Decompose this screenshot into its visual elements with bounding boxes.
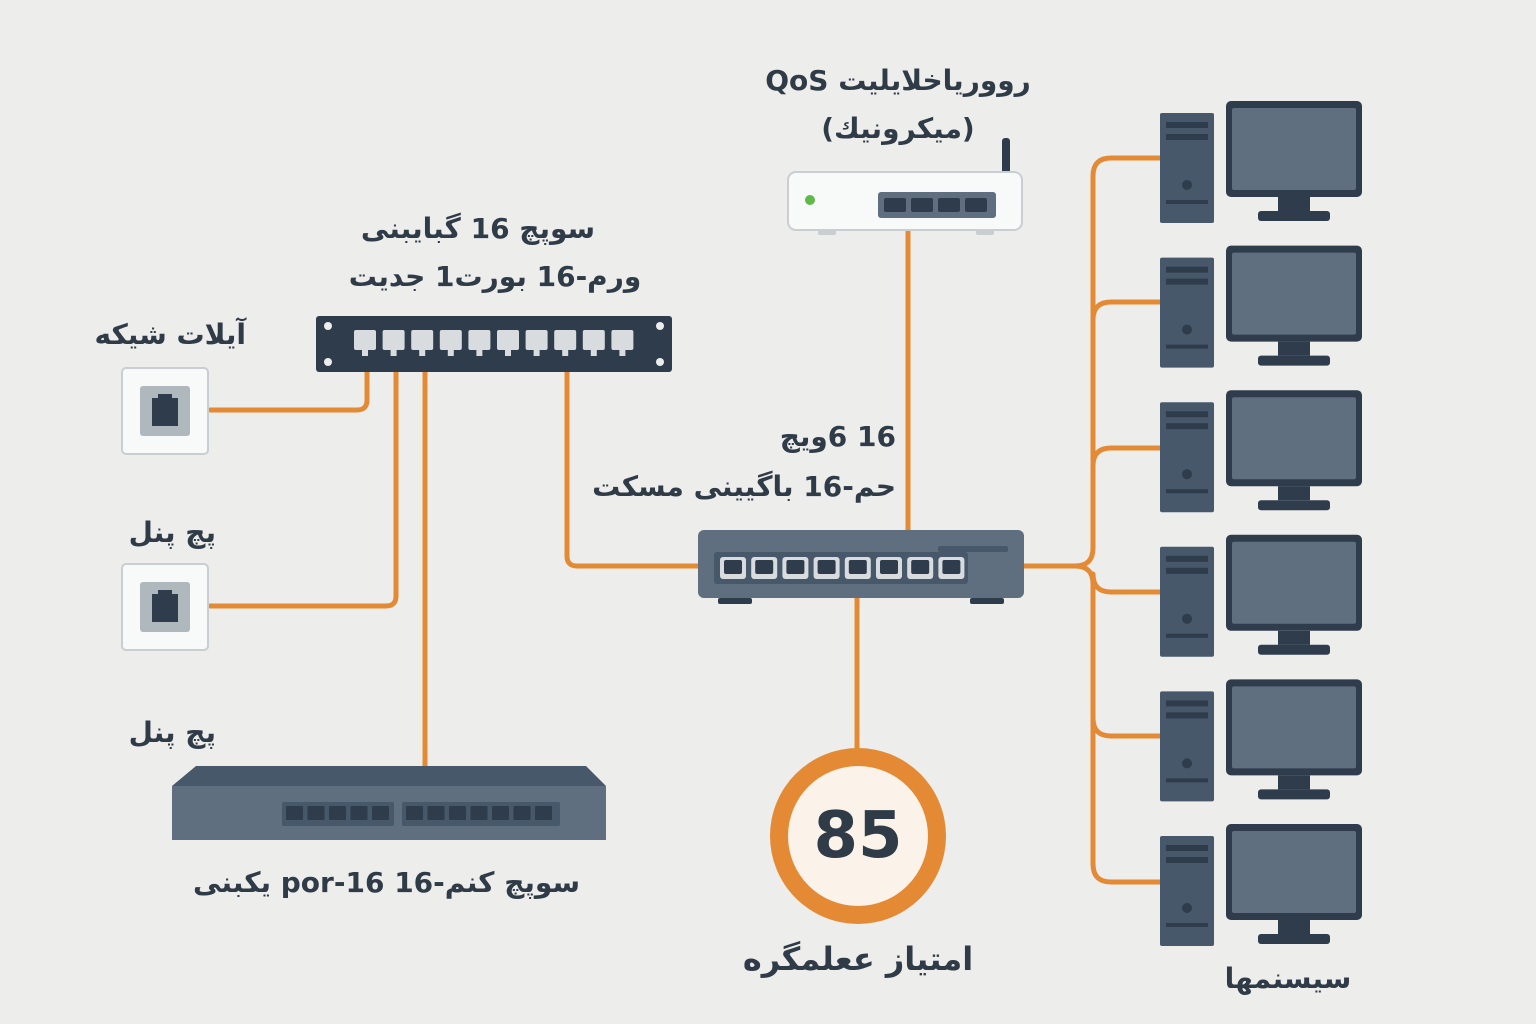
monitor-icon <box>1226 534 1362 655</box>
bottom-port <box>372 806 389 820</box>
cable-trunk-down <box>1072 563 1163 885</box>
gig-switch-label-line2: ورم-16 بورت1 جديت <box>348 260 642 293</box>
bottom-port <box>406 806 423 820</box>
core-port <box>876 557 902 579</box>
rack-port <box>354 330 376 356</box>
gig-switch-label-line1: سوپچ 16 گبايبنى <box>360 212 596 245</box>
monitor-icon <box>1226 101 1362 221</box>
bottom-port <box>449 806 466 820</box>
rack-port <box>554 330 577 356</box>
score-caption: امتياز ععلمگره <box>742 940 974 978</box>
rack-port <box>497 330 519 356</box>
rack-port <box>382 330 405 356</box>
cables <box>207 155 1163 885</box>
core-port <box>782 557 809 579</box>
bottom-switch-label: سوپچ كنم-16 16-por يكبنى <box>193 866 580 899</box>
bottom-ports <box>286 806 552 820</box>
bottom-port <box>329 806 346 820</box>
core-switch-label-line1: 16 6ويچ <box>779 420 896 453</box>
core-port <box>751 557 778 579</box>
desktop-tower-icon <box>1160 691 1214 802</box>
core-port <box>907 557 934 579</box>
bottom-port <box>427 806 445 820</box>
bottom-port <box>350 806 368 820</box>
cable-pc-2 <box>1090 299 1163 323</box>
monitor-icon <box>1226 824 1362 944</box>
core-port <box>720 557 746 579</box>
core-switch-icon <box>698 530 1024 604</box>
workstation <box>1160 245 1362 368</box>
core-port <box>938 557 965 579</box>
bottom-switch-icon <box>172 766 606 840</box>
workstations <box>1160 101 1362 946</box>
core-switch-label-line2: حم-16 باگيينى مسكت <box>592 470 896 503</box>
rack-switch-icon <box>316 316 672 372</box>
workstation <box>1160 824 1362 946</box>
rack-port <box>611 330 634 356</box>
score-badge-icon: 85 <box>770 748 946 924</box>
bottom-port <box>492 806 509 820</box>
desktop-tower-icon <box>1160 113 1214 223</box>
core-ports <box>720 557 965 579</box>
monitor-icon <box>1226 245 1362 366</box>
rack-port <box>468 330 491 356</box>
cable-pc-4 <box>1090 571 1163 595</box>
systems-label: سيسنمها <box>1224 962 1352 995</box>
cable-pc-3 <box>1090 445 1163 469</box>
desktop-tower-icon <box>1160 546 1214 657</box>
rack-ports <box>354 330 634 356</box>
bottom-port <box>470 806 488 820</box>
workstation <box>1160 534 1362 657</box>
wall-outlet-icon <box>121 367 209 455</box>
rack-port <box>525 330 548 356</box>
wall-outlet-label: آيلات شيكه <box>94 318 246 351</box>
workstation <box>1160 390 1362 513</box>
patch-panel-1-icon <box>121 563 209 651</box>
monitor-icon <box>1226 390 1362 511</box>
cable-pc-5 <box>1090 715 1163 739</box>
desktop-tower-icon <box>1160 836 1214 946</box>
monitor-icon <box>1226 679 1362 800</box>
desktop-tower-icon <box>1160 257 1214 368</box>
score-value: 85 <box>788 766 928 906</box>
desktop-tower-icon <box>1160 402 1214 513</box>
workstation <box>1160 679 1362 802</box>
cable-core-trunk <box>1020 155 1163 569</box>
cable-rack-outlet <box>207 347 370 413</box>
patch-panel-1-label: پچ پنل <box>128 516 216 549</box>
workstation <box>1160 101 1362 223</box>
bottom-port <box>286 806 303 820</box>
router-label-line1: روورياخلايليت QoS <box>765 64 1031 97</box>
cable-rack-core <box>564 369 701 569</box>
bottom-port <box>307 806 325 820</box>
cable-rack-patch1 <box>207 347 399 609</box>
router-icon <box>787 138 1023 235</box>
rack-port <box>439 330 462 356</box>
patch-panel-2-label: پچ پنل <box>128 716 216 749</box>
rack-port <box>582 330 605 356</box>
rack-port <box>411 330 434 356</box>
bottom-port <box>535 806 552 820</box>
router-label-line2: (ميكرونيك) <box>821 112 975 145</box>
bottom-port <box>513 806 531 820</box>
core-port <box>813 557 840 579</box>
core-port <box>844 557 871 579</box>
